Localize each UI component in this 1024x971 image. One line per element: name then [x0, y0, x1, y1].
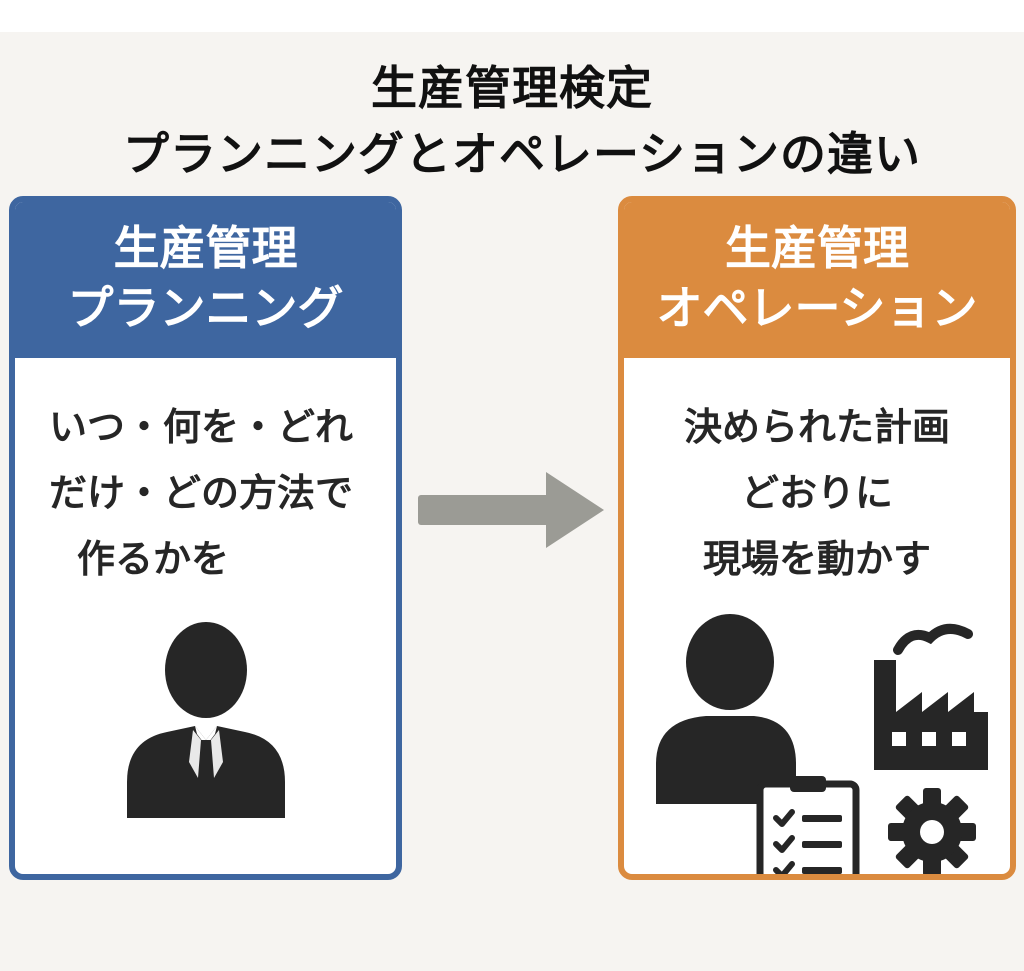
planning-header-line-2: プランニング — [67, 281, 344, 335]
gear-icon — [888, 788, 976, 874]
planning-header-line-1: 生産管理 — [113, 221, 298, 275]
operation-header-line-1: 生産管理 — [725, 221, 909, 275]
clipboard-checklist-icon — [756, 776, 860, 874]
title-line-2: プランニングとオペレーションの違い — [122, 127, 922, 181]
operation-header-line-2: オペレーション — [656, 281, 978, 335]
planning-text-line-1: いつ・何を・どれ — [49, 405, 354, 449]
title-line-1: 生産管理検定 — [371, 61, 653, 115]
operation-text-line-3: 現場を動かす — [702, 537, 931, 581]
operation-panel: 生産管理 オペレーション 決められた計画 どおりに 現場を動かす — [618, 196, 1016, 880]
operation-text-line-2: どおりに — [740, 471, 893, 515]
operation-description: 決められた計画 どおりに 現場を動かす — [624, 394, 1010, 592]
businessman-icon — [127, 622, 285, 818]
arrow-right-icon — [418, 472, 604, 548]
planning-text-line-2: だけ・どの方法で — [49, 471, 354, 515]
planning-description: いつ・何を・どれ だけ・どの方法で 作るかを — [49, 394, 396, 592]
planning-header: 生産管理 プランニング — [15, 202, 396, 358]
operation-header: 生産管理 オペレーション — [624, 202, 1010, 358]
planning-panel: 生産管理 プランニング いつ・何を・どれ だけ・どの方法で 作るかを — [9, 196, 402, 880]
factory-icon — [874, 623, 988, 770]
operation-text-line-1: 決められた計画 — [683, 405, 950, 449]
planning-text-line-3: 作るかを — [77, 537, 230, 581]
